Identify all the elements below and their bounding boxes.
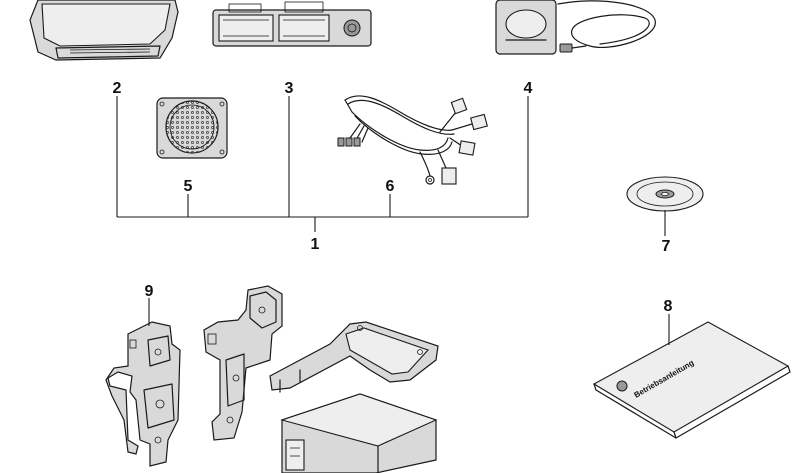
part-8-owners-manual: Betriebsanleitung <box>592 321 791 439</box>
leader-lines <box>116 96 670 345</box>
part-9-mounting-bracket <box>105 321 181 467</box>
part-7-cd <box>626 176 704 212</box>
part-3-control-panel <box>212 1 372 47</box>
part-5-speaker <box>156 97 228 159</box>
tray-bracket <box>269 321 439 393</box>
part-2-receiver-unit <box>29 0 179 61</box>
part-4-antenna <box>495 0 656 55</box>
mounting-bracket-middle <box>203 285 283 441</box>
callout-1: 1 <box>311 236 320 253</box>
callout-7: 7 <box>662 238 671 255</box>
callout-3: 3 <box>285 80 294 97</box>
callout-4: 4 <box>524 80 533 97</box>
callout-9: 9 <box>145 283 154 300</box>
installation-box <box>280 393 438 473</box>
callout-2: 2 <box>113 80 122 97</box>
callout-5: 5 <box>184 178 193 195</box>
callout-6: 6 <box>386 178 395 195</box>
callout-8: 8 <box>664 298 673 315</box>
part-6-wiring-harness <box>337 95 488 185</box>
